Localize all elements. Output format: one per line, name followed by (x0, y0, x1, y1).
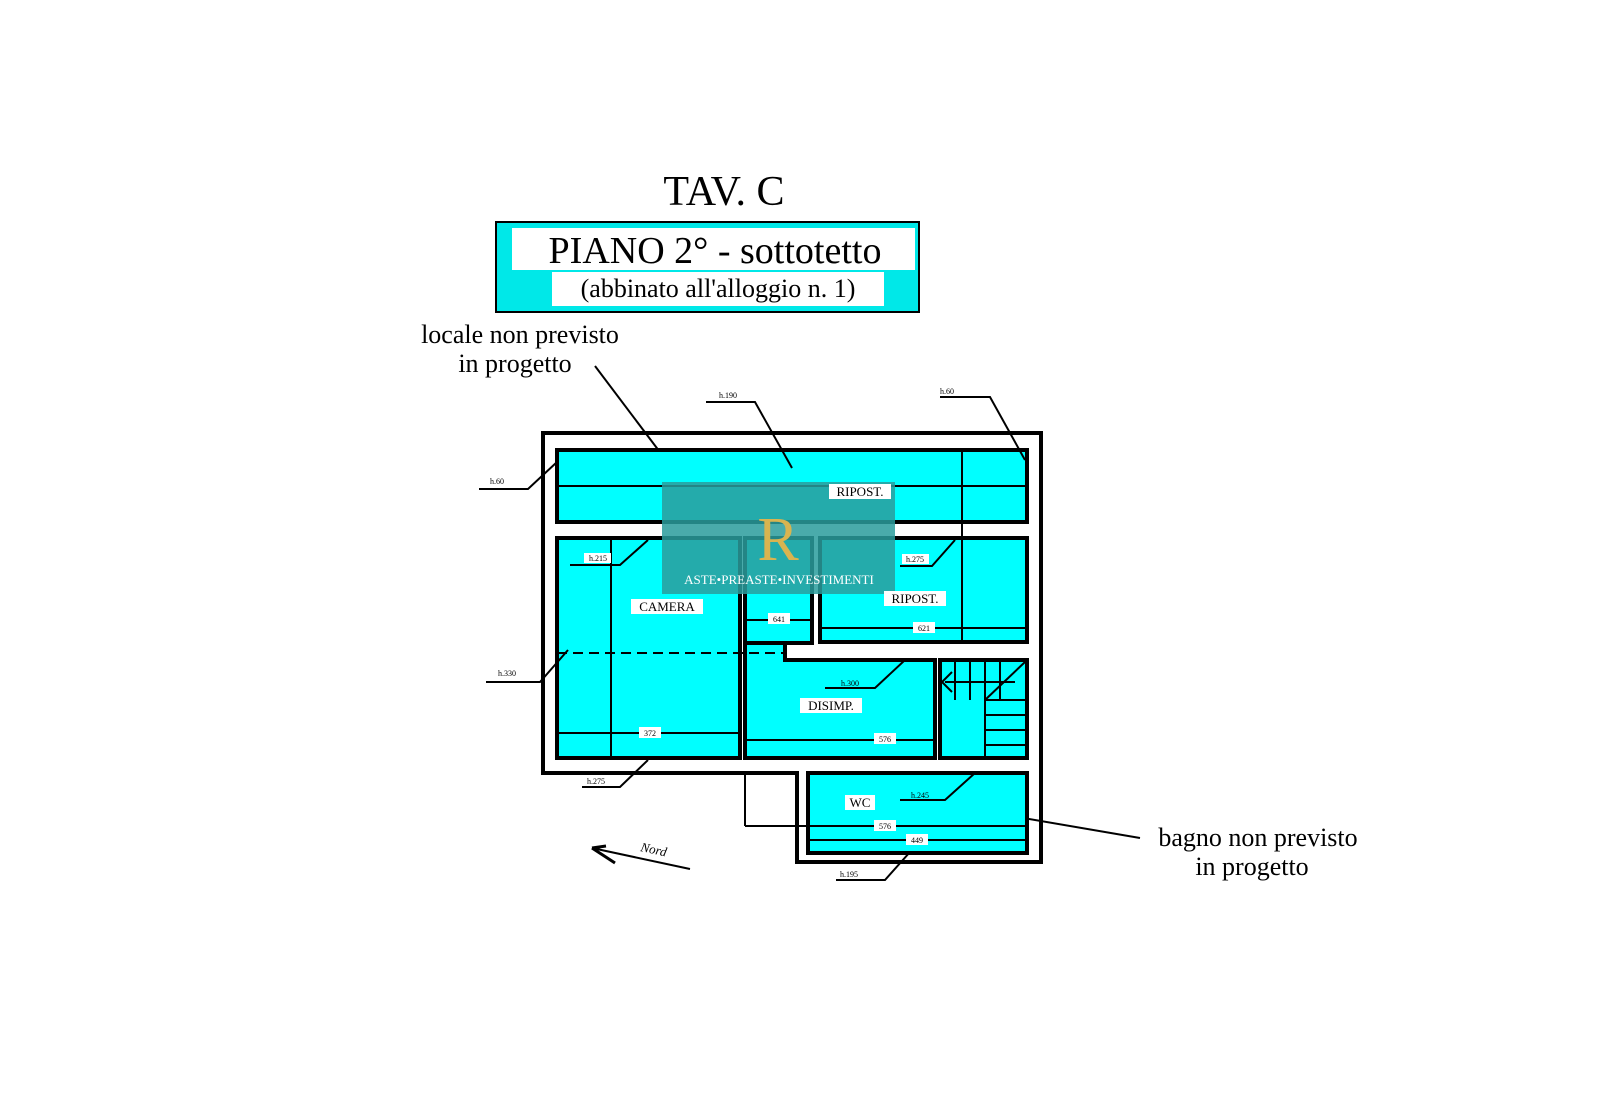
height-label: h.275 (906, 555, 924, 564)
stair-steps (940, 661, 1027, 758)
height-label: h.195 (840, 870, 858, 879)
plan-subtitle: PIANO 2° - sottotetto (549, 230, 882, 272)
annotation-bottom-line2: in progetto (1195, 852, 1308, 881)
room-label: CAMERA (639, 599, 695, 614)
watermark-logo-icon: R (757, 506, 799, 574)
watermark-text: ASTE•PREASTE•INVESTIMENTI (684, 572, 874, 587)
annotation-top-line2: in progetto (458, 349, 571, 378)
north-label: Nord (638, 839, 668, 859)
title-box: PIANO 2° - sottotetto (abbinato all'allo… (495, 221, 920, 313)
dimension-value: 372 (644, 729, 656, 738)
outer-wall (541, 431, 1043, 864)
dimension-value: 641 (773, 615, 785, 624)
room-label: RIPOST. (836, 484, 883, 499)
height-label: h.60 (490, 477, 504, 486)
height-label: h.215 (589, 554, 607, 563)
north-arrow-icon (591, 844, 691, 870)
annotation-bottom-line1: bagno non previsto (1158, 823, 1357, 852)
height-label: h.300 (841, 679, 859, 688)
room-label: WC (850, 795, 871, 810)
dimension-value: 576 (879, 735, 891, 744)
watermark: R ASTE•PREASTE•INVESTIMENTI (662, 482, 895, 594)
annotation-top-line1: locale non previsto (421, 320, 619, 349)
height-label: h.245 (911, 791, 929, 800)
plan-subtitle-note: (abbinato all'alloggio n. 1) (581, 274, 856, 303)
height-label: h.275 (587, 777, 605, 786)
height-label: h.60 (940, 387, 954, 396)
height-leaders (479, 396, 1026, 881)
plan-title: TAV. C (663, 169, 784, 215)
dimension-value: 449 (911, 836, 923, 845)
room-label: RIPOST. (891, 591, 938, 606)
stairs (938, 658, 1029, 760)
dimension-value: 576 (879, 822, 891, 831)
height-label: h.190 (719, 391, 737, 400)
height-label: h.330 (498, 669, 516, 678)
dimension-value: 621 (918, 624, 930, 633)
room-label: DISIMP. (808, 698, 854, 713)
